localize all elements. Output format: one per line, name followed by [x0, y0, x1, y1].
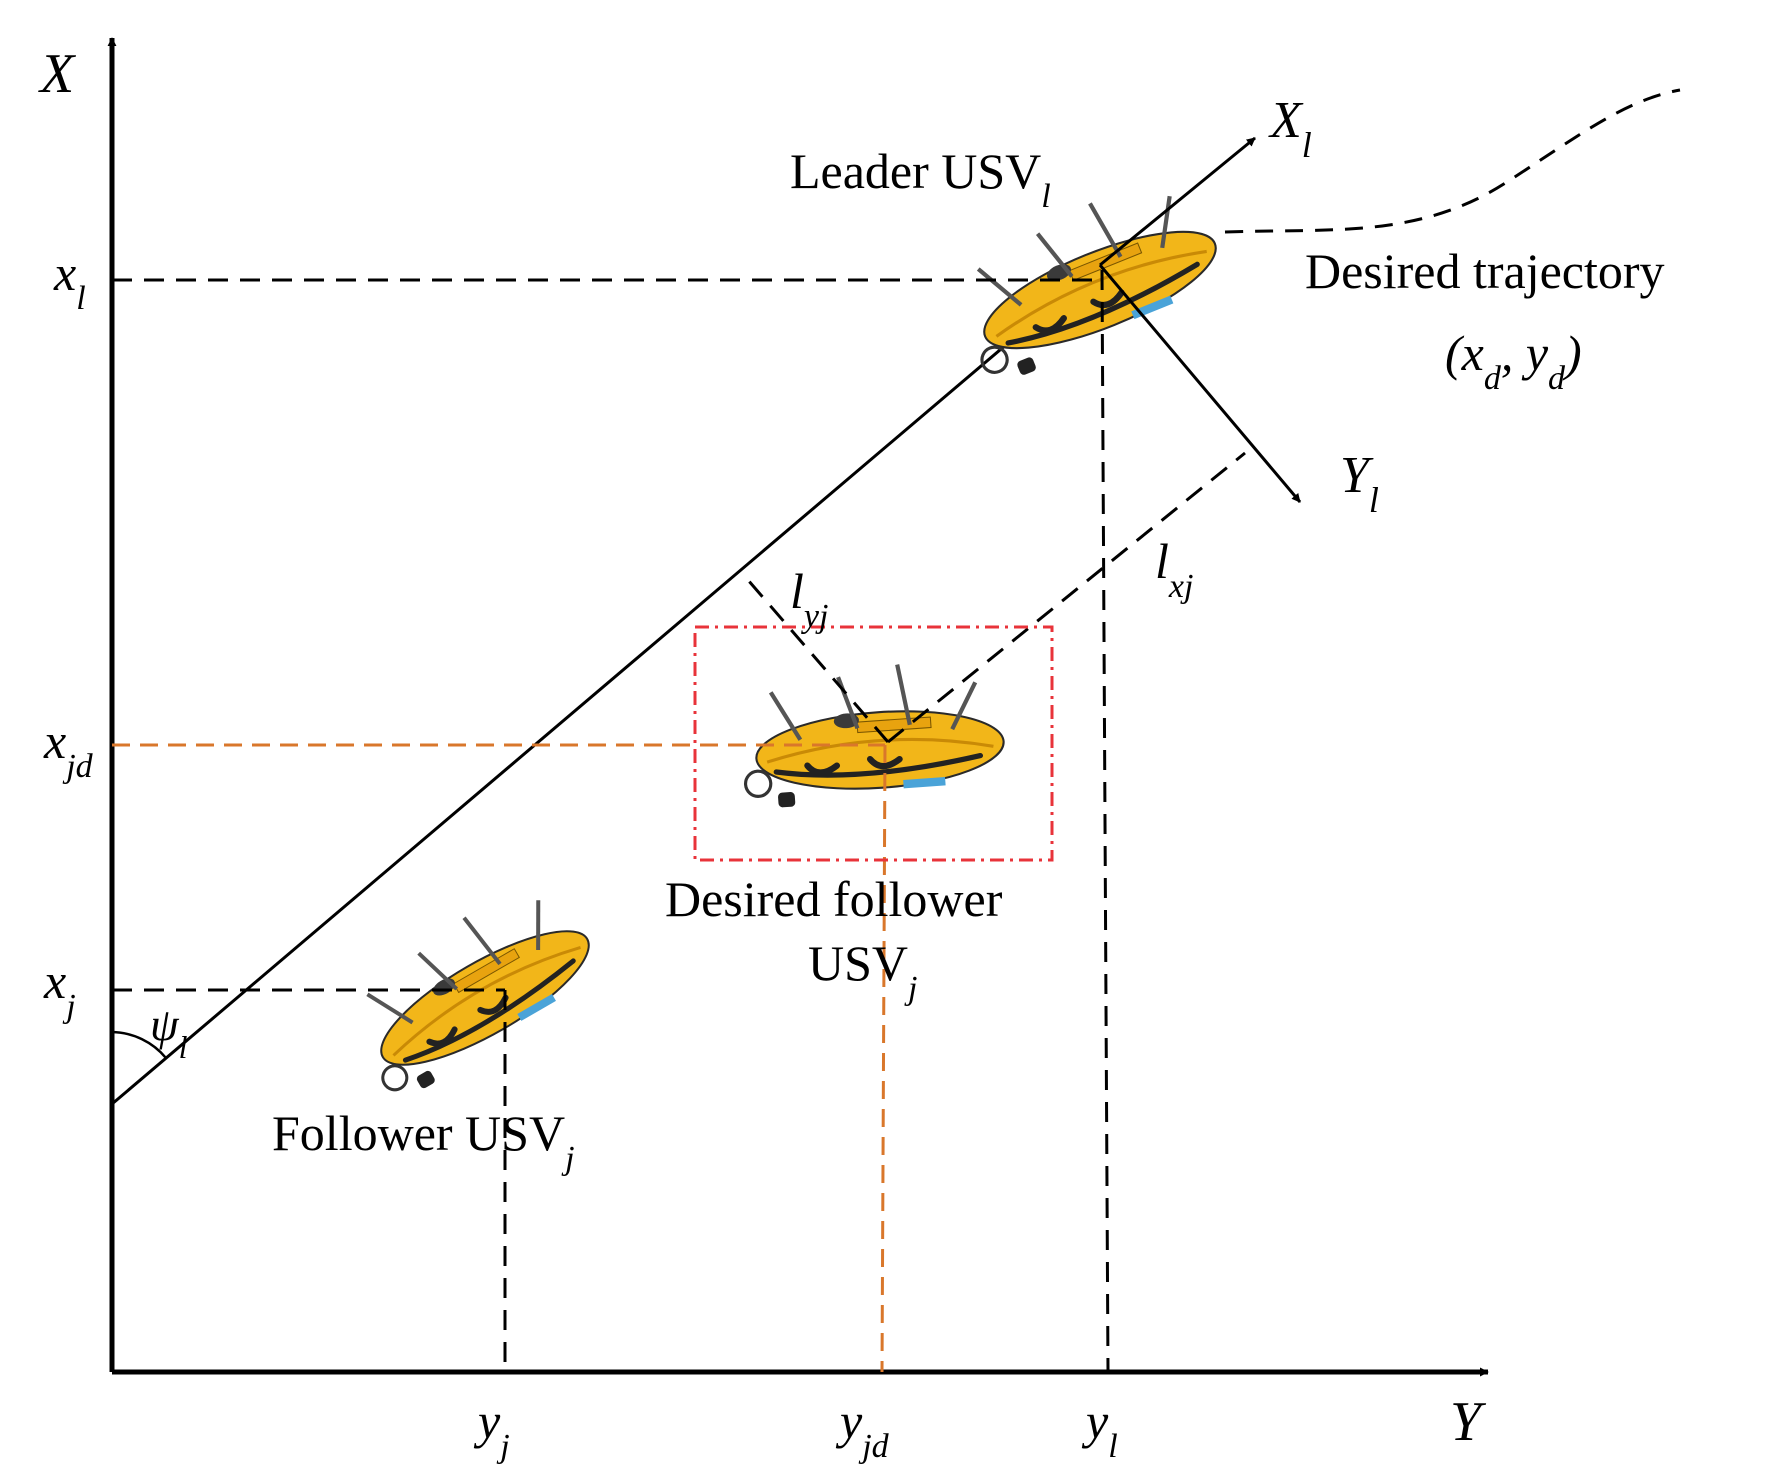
leader-body-y-axis-label: Yl	[1340, 447, 1379, 520]
follower-usv-boat-image	[332, 870, 611, 1105]
x-jd-tick-label: xjd	[43, 713, 94, 785]
psi-l-label: ψl	[150, 999, 188, 1065]
l-xj-label: lxj	[1155, 533, 1193, 605]
x-axis-label: X	[38, 43, 77, 105]
l-yj-label: lyj	[790, 563, 828, 635]
y-jd-vertical-dash	[880, 744, 887, 1373]
desired-follower-label-line1: Desired follower	[665, 871, 1003, 927]
desired-trajectory-coords: (xd, yd)	[1445, 325, 1582, 397]
l-yj-offset-dash	[746, 579, 890, 743]
y-l-vertical-dash	[1100, 269, 1110, 1373]
y-jd-tick-label: yjd	[835, 1393, 890, 1465]
leader-heading-line	[111, 263, 1101, 1106]
l-xj-offset-dash	[887, 451, 1246, 744]
desired-follower-usv-boat-image	[738, 658, 1007, 810]
desired-follower-region-box	[693, 625, 1054, 862]
x-j-tick-label: xj	[43, 953, 76, 1025]
leader-body-x-axis-label: Xl	[1268, 92, 1312, 165]
leader-usv-boat-image	[942, 166, 1234, 388]
desired-trajectory-label: Desired trajectory	[1305, 243, 1665, 299]
desired-trajectory-curve	[1224, 88, 1681, 234]
leader-usv-label: Leader USVl	[790, 143, 1051, 215]
main-axes	[107, 37, 1489, 1377]
leader-body-y-axis-arrow	[1098, 264, 1302, 503]
follower-usv-label: Follower USVj	[272, 1105, 575, 1177]
projection-lines	[112, 269, 1246, 1373]
desired-follower-label-line2: USVj	[808, 935, 917, 1007]
leader-body-x-axis-arrow	[1099, 136, 1256, 267]
psi-angle-arc	[111, 1030, 167, 1059]
x-l-tick-label: xl	[53, 245, 86, 317]
y-axis-label: Y	[1450, 1391, 1487, 1453]
y-l-tick-label: yl	[1081, 1393, 1118, 1465]
y-j-tick-label: yj	[473, 1393, 510, 1465]
desired-follower-projection-lines	[112, 743, 887, 1373]
